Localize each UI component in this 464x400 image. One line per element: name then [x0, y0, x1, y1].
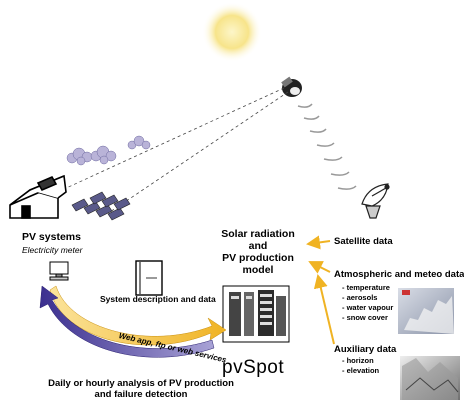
list-item: water vapour: [342, 303, 394, 313]
server-icon: [222, 285, 290, 343]
analysis-caption: Daily or hourly analysis of PV productio…: [48, 378, 234, 400]
atmospheric-data-label: Atmospheric and meteo data: [334, 269, 464, 280]
list-item: snow cover: [342, 313, 393, 323]
model-title: Solar radiation and PV production model: [221, 228, 295, 276]
house-icon: [9, 174, 67, 219]
satellite-dish-icon: [361, 183, 390, 219]
computer-icon: [49, 261, 69, 281]
input-arrows: [306, 235, 335, 345]
view-lines: [61, 87, 289, 213]
upload-arrow: [49, 285, 227, 346]
brand-logo-text: pvSpot: [222, 357, 285, 378]
list-item: aerosols: [342, 293, 393, 303]
list-item: horizon: [342, 356, 379, 366]
terrain-image: [400, 356, 460, 400]
orbit-satellite-icon: [281, 76, 302, 97]
list-item: elevation: [342, 366, 380, 376]
pv-field-icon: [71, 191, 131, 221]
atmospheric-data-list: temperature aerosols water vapour snow c…: [342, 283, 394, 323]
cloud-icons: [66, 135, 151, 166]
document-icon: [135, 260, 163, 296]
auxiliary-data-label: Auxiliary data: [334, 344, 397, 355]
pv-systems-label: PV systems: [22, 231, 81, 243]
sun: [202, 2, 262, 62]
auxiliary-data-list: horizon elevation: [342, 356, 380, 376]
electricity-meter-label: Electricity meter: [22, 245, 83, 255]
satellite-data-label: Satellite data: [334, 236, 393, 247]
system-description-label: System description and data: [100, 294, 216, 304]
europe-map-image: [398, 288, 454, 334]
list-item: temperature: [342, 283, 393, 293]
radiation-beam-icons: [297, 103, 357, 190]
